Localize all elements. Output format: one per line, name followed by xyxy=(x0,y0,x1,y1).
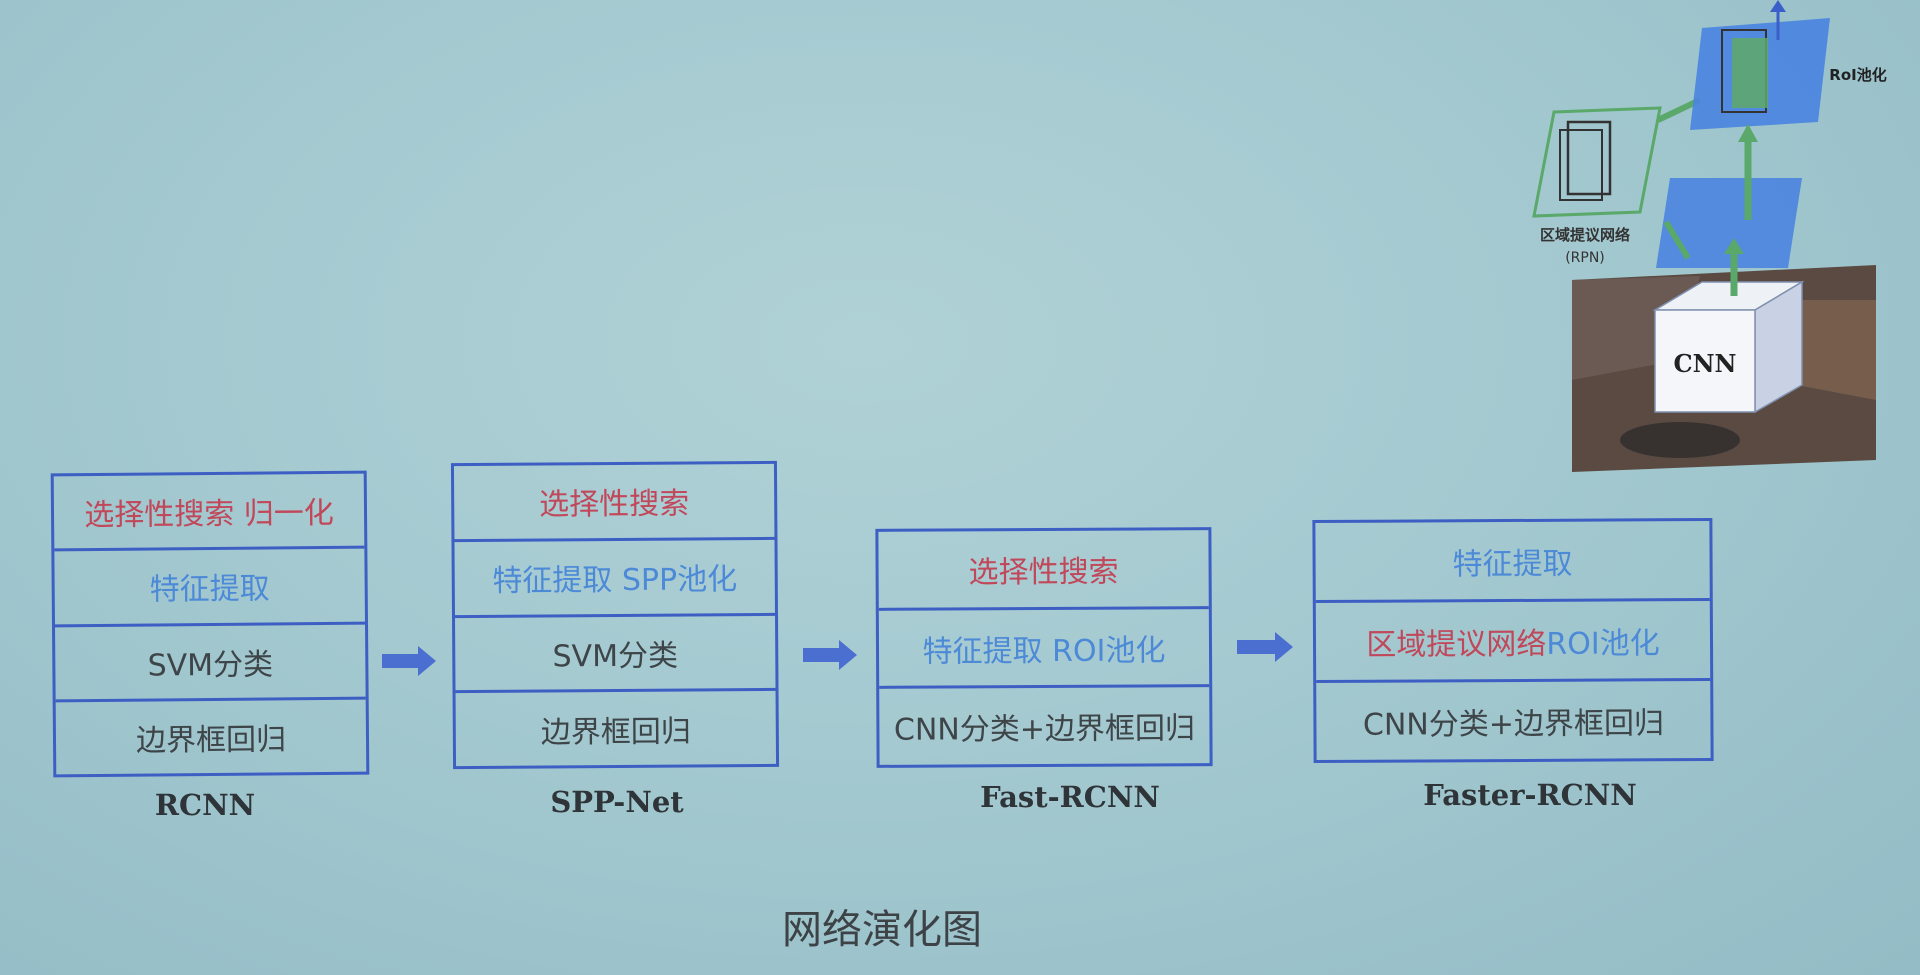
row-text-part: 边界框回归 xyxy=(540,714,691,751)
row-text-part: 区域提议网络 xyxy=(1366,626,1547,663)
row-text-part: 选择性搜索 xyxy=(539,486,690,523)
faster-rcnn-row-2: 区域提议网络 ROI池化 xyxy=(1315,600,1711,684)
rcnn-stack: 选择性搜索 归一化 特征提取 SVM分类 边界框回归 xyxy=(50,470,370,778)
rpn-label: 区域提议网络 xyxy=(1540,226,1630,244)
fast-rcnn-row-3: CNN分类+边界框回归 xyxy=(879,687,1209,764)
rpn-plane xyxy=(1532,106,1662,218)
row-text-part: 特征提取 xyxy=(149,571,270,608)
sppnet-stack: 选择性搜索 特征提取 SPP池化 SVM分类 边界框回归 xyxy=(450,460,780,770)
roi-label: RoI池化 xyxy=(1829,66,1886,84)
fast-rcnn-label: Fast-RCNN xyxy=(980,780,1160,814)
sppnet-label: SPP-Net xyxy=(550,785,684,819)
row-text-part: ROI池化 xyxy=(1546,625,1660,662)
row-text-part: 选择性搜索 xyxy=(968,554,1119,591)
fast-rcnn-row-2: 特征提取 ROI池化 xyxy=(878,608,1210,690)
rcnn-label: RCNN xyxy=(154,788,256,822)
faster-rcnn-row-1: 特征提取 xyxy=(1315,520,1710,604)
row-text-part: 选择性搜索 归一化 xyxy=(84,496,334,534)
row-text-part: CNN分类+边界框回归 xyxy=(893,711,1196,748)
feature-map xyxy=(1656,178,1802,268)
arrow-right-icon xyxy=(1237,632,1293,662)
sppnet-row-2: 特征提取 SPP池化 xyxy=(454,539,776,618)
faster-rcnn-architecture-illustration: CNN 区域提议网络 (RPN) RoI池化 xyxy=(1532,0,1887,472)
row-text-part: SVM分类 xyxy=(147,647,274,684)
output-arrow-icon xyxy=(1770,0,1786,12)
fast-rcnn-row-1: 选择性搜索 xyxy=(878,530,1209,611)
rcnn-row-1: 选择性搜索 归一化 xyxy=(53,473,365,552)
sppnet-row-4: 边界框回归 xyxy=(456,691,777,766)
rcnn-row-2: 特征提取 xyxy=(54,548,366,627)
sppnet-row-1: 选择性搜索 xyxy=(453,463,775,542)
fast-rcnn-stack: 选择性搜索 特征提取 ROI池化 CNN分类+边界框回归 xyxy=(875,527,1213,768)
rpn-sub-label: (RPN) xyxy=(1565,250,1605,266)
faster-rcnn-stack: 特征提取 区域提议网络 ROI池化 CNN分类+边界框回归 xyxy=(1312,517,1714,764)
faster-rcnn-label: Faster-RCNN xyxy=(1423,778,1637,812)
row-text-part: 边界框回归 xyxy=(135,722,287,759)
sppnet-row-3: SVM分类 xyxy=(455,615,776,694)
rcnn-row-3: SVM分类 xyxy=(55,624,366,703)
arrow-right-icon xyxy=(803,640,857,670)
row-text-part: SVM分类 xyxy=(552,638,679,675)
row-text-part: 特征提取 xyxy=(1452,546,1573,582)
row-text-part: CNN分类+边界框回归 xyxy=(1362,705,1665,743)
arrow-right-icon xyxy=(382,646,436,676)
faster-rcnn-row-3: CNN分类+边界框回归 xyxy=(1316,681,1710,760)
cnn-label: CNN xyxy=(1674,349,1737,378)
row-text-part: 特征提取 SPP池化 xyxy=(492,562,738,599)
row-text-part: 特征提取 ROI池化 xyxy=(922,632,1166,670)
diagram-caption: 网络演化图 xyxy=(782,907,982,953)
rcnn-row-4: 边界框回归 xyxy=(56,699,367,774)
